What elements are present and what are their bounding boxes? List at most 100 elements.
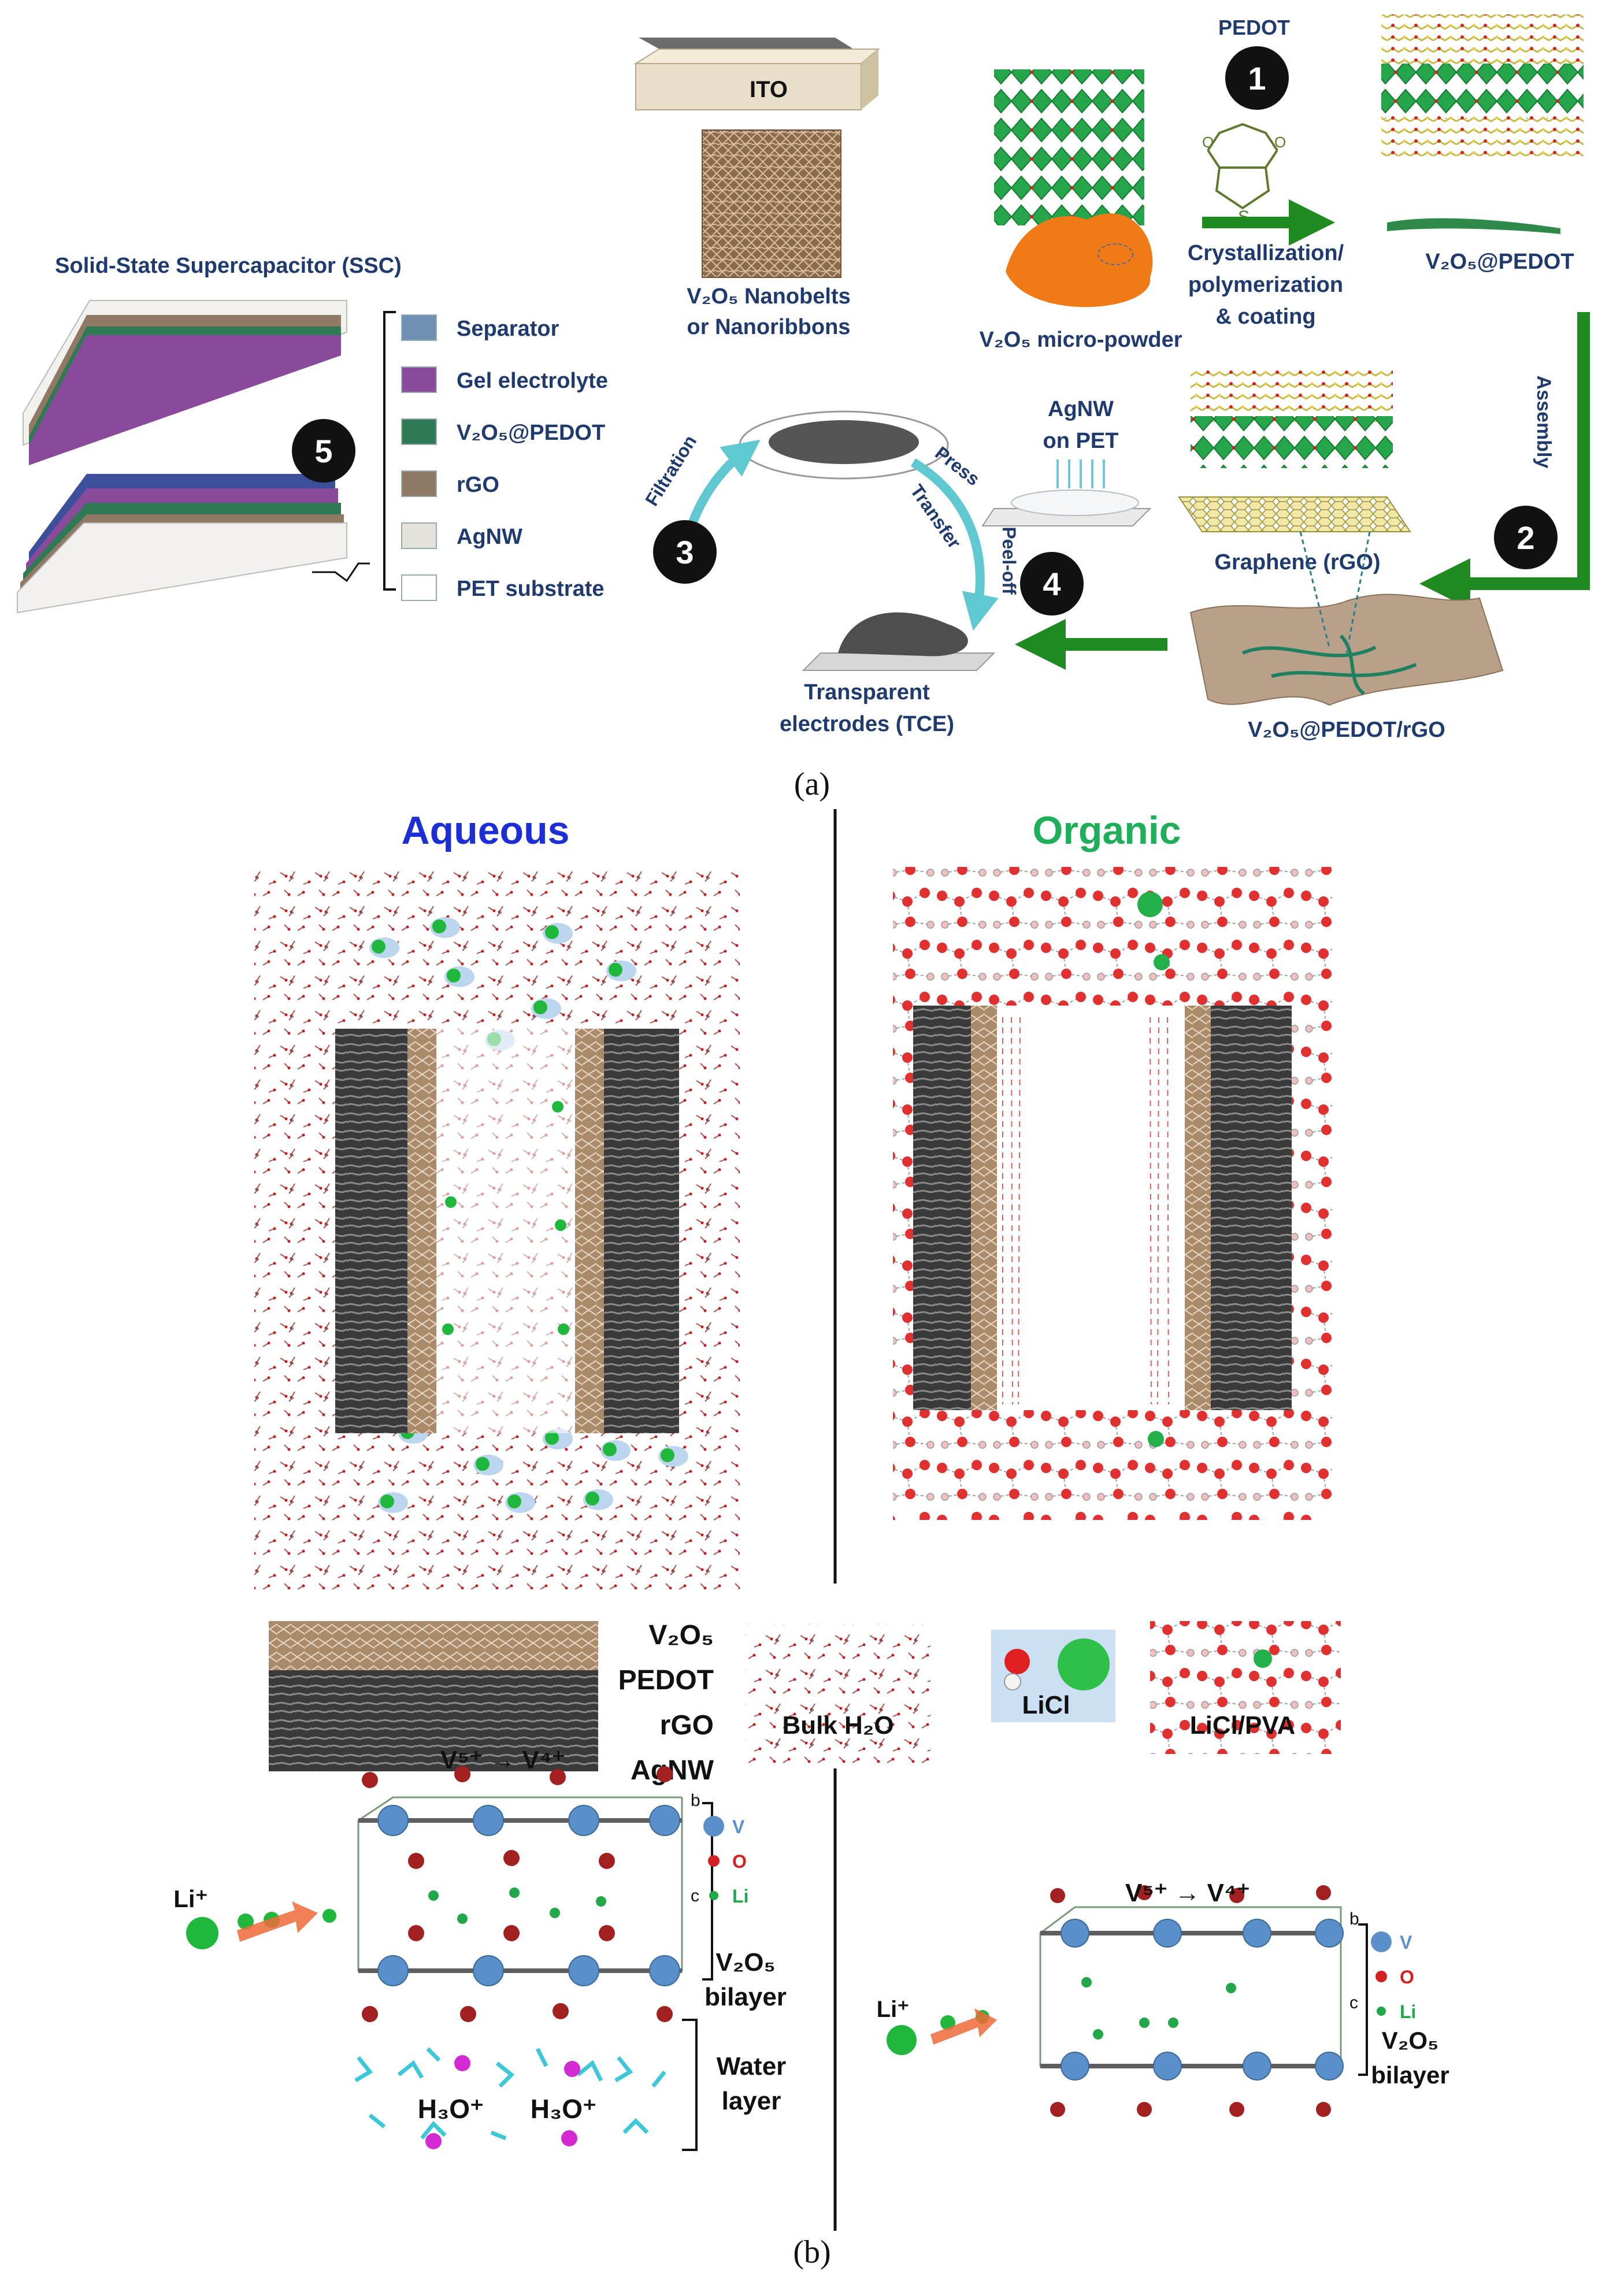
v2o5-powder-heap	[1006, 213, 1153, 307]
aqueous-left-v2o5	[407, 1029, 436, 1433]
organic-atom-dot-0	[1371, 1931, 1392, 1952]
nanobelts-line2: or Nanoribbons	[687, 315, 851, 339]
step-5-label: 5	[314, 433, 332, 469]
organic-bilayer-structure	[1039, 1885, 1344, 2117]
licl-h-atom	[1004, 1673, 1021, 1690]
organic-atom-dot-1	[1375, 1971, 1387, 1982]
licl-cl-atom	[1058, 1638, 1110, 1690]
nanobelts-line1: V₂O₅ Nanobelts	[687, 284, 850, 309]
layer-label-0: V₂O₅	[648, 1620, 714, 1651]
organic-bilayer-bracket	[1358, 1923, 1368, 2076]
cross-section-v2o5	[269, 1621, 598, 1670]
licl-pva-label: LiCl/PVA	[1190, 1711, 1296, 1740]
crystallization-line3: & coating	[1215, 305, 1315, 329]
legend-swatch-4	[401, 522, 437, 549]
ssc-title: Solid-State Supercapacitor (SSC)	[55, 254, 402, 278]
aqueous-insertion-arrow	[237, 1901, 318, 1942]
pedot-coating-bottom	[1381, 116, 1584, 156]
aqueous-gap-ions	[442, 1101, 569, 1335]
water-layer-line2: layer	[722, 2087, 781, 2115]
water-layer-bracket	[682, 2019, 698, 2151]
pedot-coating-top	[1381, 14, 1584, 66]
organic-right-v2o5	[1185, 1006, 1211, 1410]
legend-swatch-5	[401, 574, 437, 601]
v2o5-crystal-structure	[994, 69, 1144, 225]
step-3-label: 3	[676, 534, 694, 570]
zoom-line-left	[1299, 531, 1330, 648]
step-4-label: 4	[1043, 566, 1061, 602]
bulk-h2o-label: Bulk H₂O	[782, 1711, 893, 1740]
aqueous-reduction-label: V⁵⁺ → V⁴⁺	[440, 1746, 565, 1774]
aqueous-bilayer-line1: V₂O₅	[715, 1948, 775, 1976]
hydronium-label-2: H₃O⁺	[531, 2094, 597, 2124]
legend-swatch-1	[401, 366, 437, 393]
aqueous-axis-c: c	[691, 1886, 699, 1905]
licl-pva-image	[1150, 1621, 1341, 1754]
edot-o-right: O	[1274, 134, 1286, 151]
filtration-label: Filtration	[641, 432, 700, 510]
aqueous-li-label: Li⁺	[173, 1885, 208, 1912]
organic-atom-label-1: O	[1400, 1967, 1414, 1987]
pedot-label: PEDOT	[1218, 16, 1290, 39]
composite-surface	[1189, 594, 1504, 706]
ito-substrate: ITO	[633, 38, 880, 110]
graphene-pedot-top	[1191, 370, 1393, 422]
aqueous-bilayer-bracket	[702, 1802, 713, 1981]
layer-label-3: AgNW	[631, 1755, 714, 1786]
ssc-bracket	[312, 562, 370, 583]
layer-label-1: PEDOT	[618, 1665, 714, 1696]
graphene-v2o5	[1191, 416, 1393, 468]
edot-molecule: O O S	[1202, 123, 1286, 227]
legend-label-5: PET substrate	[457, 577, 605, 601]
filtered-film	[769, 420, 919, 464]
ssc-top-gel	[29, 335, 341, 465]
organic-left-v2o5	[971, 1006, 997, 1410]
legend-label-1: Gel electrolyte	[457, 369, 608, 393]
organic-gap	[997, 1006, 1188, 1410]
micropowder-label: V₂O₅ micro-powder	[979, 328, 1182, 352]
transfer-label: Transfer	[906, 481, 965, 552]
organic-reduction-label: V⁵⁺ → V⁴⁺	[1125, 1879, 1250, 1907]
aqueous-axis-b: b	[691, 1791, 700, 1810]
licl-pva-li	[1254, 1649, 1272, 1668]
agnw-line2: on PET	[1043, 429, 1119, 453]
hydronium-1	[454, 2055, 470, 2071]
aqueous-atom-label-0: V	[732, 1816, 745, 1837]
layer-label-2: rGO	[660, 1710, 714, 1741]
organic-axis-b: b	[1349, 1909, 1359, 1929]
aqueous-atom-dot-0	[703, 1816, 724, 1837]
cross-section-sem	[269, 1670, 598, 1771]
licl-o-atom	[1004, 1649, 1030, 1674]
licl-label: LiCl	[1022, 1691, 1070, 1719]
composite-label: V₂O₅@PEDOT/rGO	[1248, 718, 1445, 742]
graphene-label: Graphene (rGO)	[1214, 550, 1380, 574]
hydronium-4	[561, 2130, 577, 2146]
ssc-device: Solid-State Supercapacitor (SSC) 5	[17, 254, 402, 614]
aqueous-right-electrode-sem	[604, 1029, 679, 1433]
organic-left-electrode-sem	[913, 1006, 974, 1410]
aqueous-title: Aqueous	[402, 809, 570, 852]
organic-insertion-arrow	[930, 2008, 997, 2045]
v2o5-pedot-label: V₂O₅@PEDOT	[1425, 250, 1574, 274]
legend-swatch-3	[401, 470, 437, 497]
composite-belts	[1241, 634, 1417, 695]
graphene-sheet	[1178, 496, 1411, 532]
arrow-assembly	[1419, 312, 1590, 609]
water-layer-line1: Water	[717, 2052, 787, 2081]
nanobelt-sem-image	[702, 129, 841, 278]
aqueous-atom-dot-2	[709, 1891, 718, 1900]
organic-right-electrode-sem	[1211, 1006, 1292, 1410]
caption-a: (a)	[794, 766, 830, 802]
hydronium-3	[425, 2133, 442, 2149]
step-3-badge	[653, 520, 717, 584]
step-5-badge	[292, 419, 355, 483]
powder-zoom-marker	[1098, 243, 1133, 265]
ssc-bottom-pet	[17, 522, 347, 614]
hydronium-2	[564, 2061, 580, 2077]
aqueous-atom-dot-1	[708, 1855, 720, 1867]
aqueous-left-electrode-sem	[335, 1029, 410, 1433]
step-2-badge	[1494, 506, 1558, 569]
